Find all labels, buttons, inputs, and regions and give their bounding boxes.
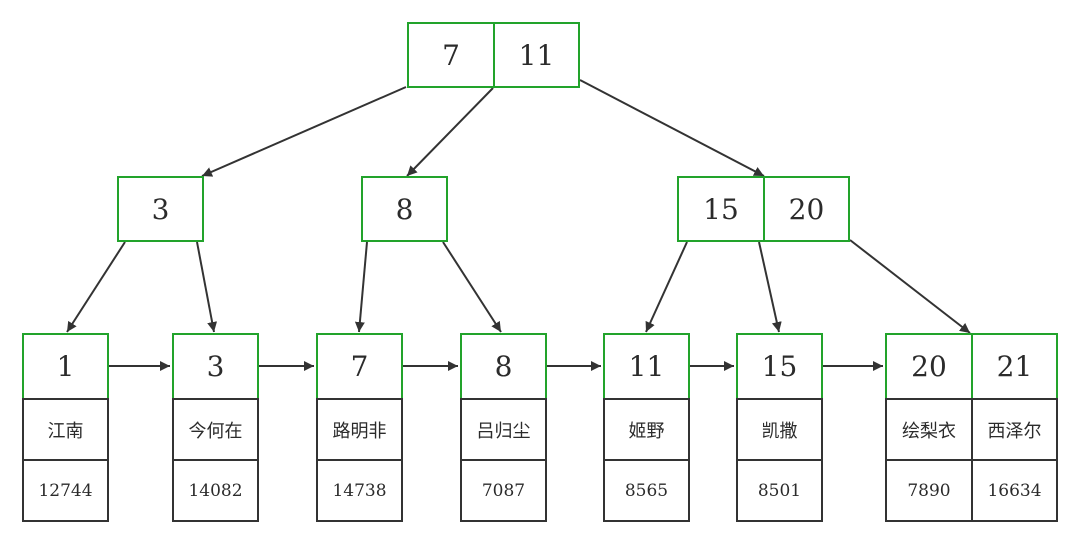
internal-1-key-0: 8	[361, 176, 448, 242]
leaf-2-key: 7	[316, 333, 403, 400]
internal-2-key-1: 20	[763, 176, 850, 242]
leaf-3-value: 7087	[460, 459, 547, 522]
leaf-5-key: 15	[736, 333, 823, 400]
leaf-4-value: 8565	[603, 459, 690, 522]
leaf-1-key: 3	[172, 333, 259, 400]
leaf-3-key: 8	[460, 333, 547, 400]
leaf-1-name: 今何在	[172, 398, 259, 461]
leaf-6-key-0: 20	[885, 333, 973, 400]
edge-internal-1-to-leaf-2	[354, 241, 368, 333]
edge-internal-2-to-leaf-6	[849, 239, 971, 334]
leaf-2-value: 14738	[316, 459, 403, 522]
leaf-4-name: 姬野	[603, 398, 690, 461]
leaf-3-name: 吕归尘	[460, 398, 547, 461]
leaf-6-key-1: 21	[971, 333, 1058, 400]
leaf-0-name: 江南	[22, 398, 109, 461]
edge-root-to-internal-1	[406, 87, 494, 177]
edge-root-to-internal-0	[201, 86, 407, 177]
root-key-1: 11	[493, 22, 580, 88]
leaf-4-key: 11	[603, 333, 690, 400]
edge-internal-2-to-leaf-5	[758, 241, 782, 333]
leaf-5-value: 8501	[736, 459, 823, 522]
leaf-2-name: 路明非	[316, 398, 403, 461]
leaf-6-name-1: 西泽尔	[971, 398, 1058, 461]
leaf-0-value: 12744	[22, 459, 109, 522]
internal-2-key-0: 15	[677, 176, 765, 242]
leaf-5-name: 凯撒	[736, 398, 823, 461]
edge-root-to-internal-2	[579, 79, 765, 177]
edge-internal-0-to-leaf-1	[196, 241, 218, 333]
leaf-1-value: 14082	[172, 459, 259, 522]
leaf-6-value-0: 7890	[885, 459, 973, 522]
leaf-6-value-1: 16634	[971, 459, 1058, 522]
edge-internal-1-to-leaf-3	[442, 241, 502, 333]
leaf-0-key: 1	[22, 333, 109, 400]
root-key-0: 7	[407, 22, 495, 88]
internal-0-key-0: 3	[117, 176, 204, 242]
edge-internal-2-to-leaf-4	[645, 241, 688, 333]
leaf-6-name-0: 绘梨衣	[885, 398, 973, 461]
edge-internal-0-to-leaf-0	[66, 241, 126, 333]
